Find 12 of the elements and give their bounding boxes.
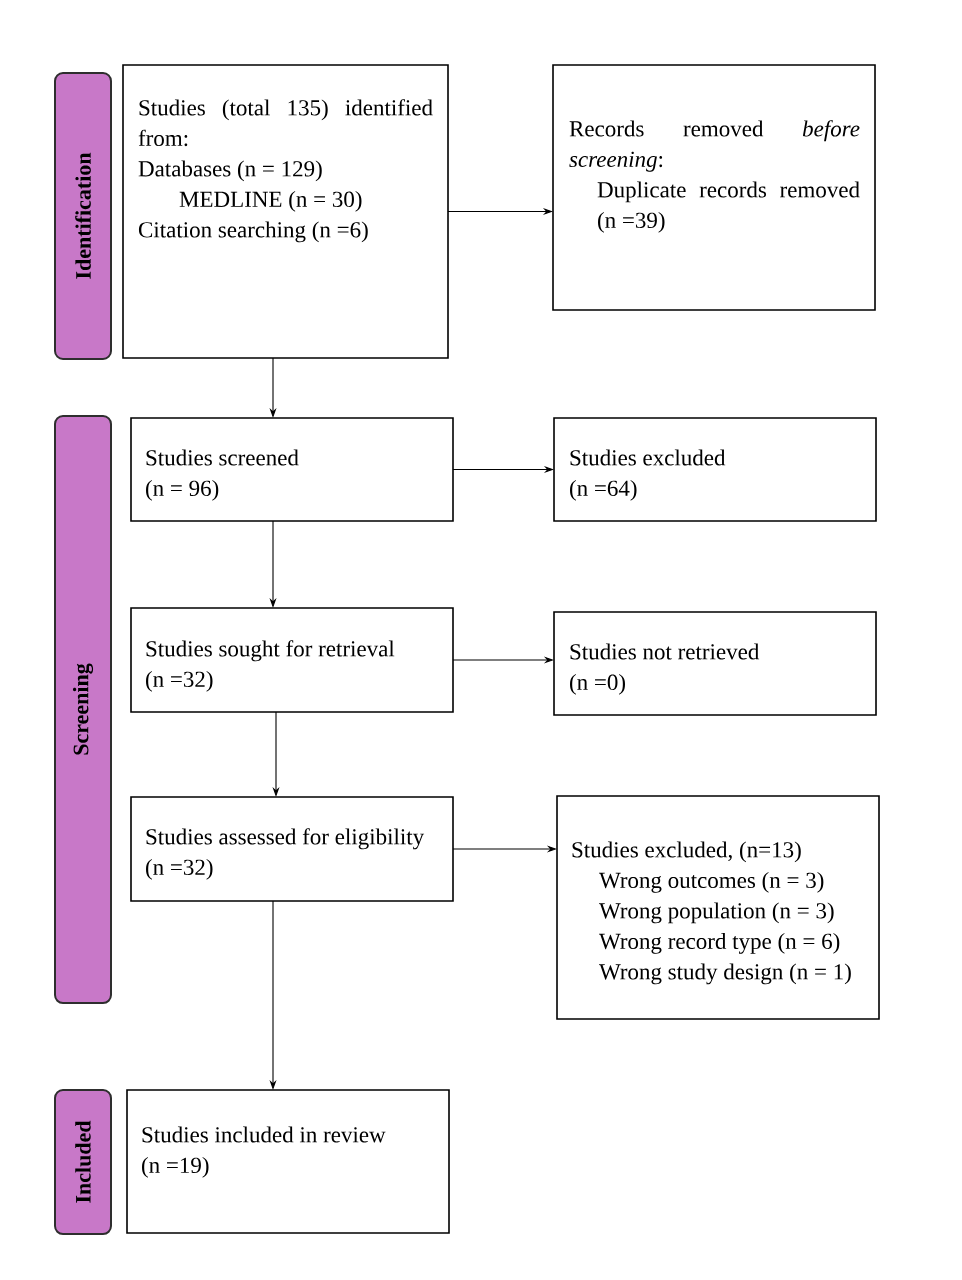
stage-band: Identification xyxy=(54,72,112,360)
process-box: Studies screened (n = 96) xyxy=(130,417,454,522)
stage-band: Screening xyxy=(54,415,112,1004)
process-box: Studies assessed for eligibility (n =32) xyxy=(130,796,454,902)
process-box: Studies sought for retrieval (n =32) xyxy=(130,607,454,713)
process-box: Studies (total 135) identified from: Databases (n = 129) MEDLINE (n = 30) Citation searching (n =6) xyxy=(122,64,449,359)
process-box: Studies included in review (n =19) xyxy=(126,1089,450,1234)
process-box: Studies not retrieved (n =0) xyxy=(553,611,877,716)
stage-band: Included xyxy=(54,1089,112,1235)
process-box: Studies excluded (n =64) xyxy=(553,417,877,522)
process-box: Records removed before screening: Duplicate records removed (n =39) xyxy=(552,64,876,311)
process-box: Studies excluded, (n=13) Wrong outcomes (n = 3) Wrong population (n = 3) Wrong record type (n = 6) Wrong study design (n = 1) xyxy=(556,795,880,1020)
